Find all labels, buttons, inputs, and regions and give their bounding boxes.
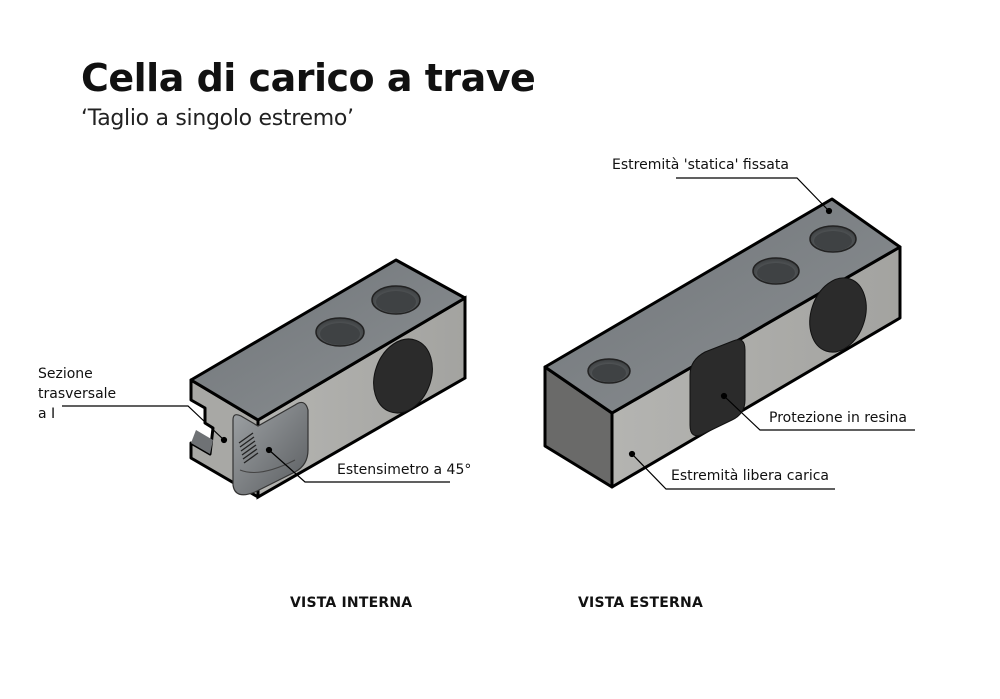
- external-view-block: [543, 197, 902, 489]
- mount-hole-inner: [320, 323, 360, 345]
- mount-hole-inner: [376, 291, 416, 313]
- mount-hole-inner: [757, 263, 795, 283]
- mount-hole-inner: [814, 231, 852, 251]
- top-face: [543, 197, 902, 415]
- label-cross-section-line3: a I: [38, 406, 56, 422]
- label-cross-section: Sezione trasversale a I: [38, 364, 116, 424]
- leader-lines-external: [628, 177, 915, 490]
- label-strain-gauge: Estensimetro a 45°: [337, 462, 472, 478]
- mount-hole-inner: [592, 364, 626, 382]
- caption-external-view: VISTA ESTERNA: [578, 595, 703, 611]
- label-loaded-free-end: Estremità libera carica: [671, 468, 829, 484]
- pocket-fillet: [239, 459, 296, 473]
- resin-protection-pad: [689, 339, 746, 437]
- leader-lines-internal: [62, 405, 450, 483]
- label-cross-section-line2: trasversale: [38, 386, 117, 402]
- page-subtitle: ‘Taglio a singolo estremo’: [81, 106, 354, 131]
- caption-internal-view: VISTA INTERNA: [290, 595, 413, 611]
- label-cross-section-line1: Sezione: [38, 366, 93, 382]
- label-resin-protection: Protezione in resina: [769, 410, 907, 426]
- page-title: Cella di carico a trave: [81, 56, 536, 100]
- side-bore: [373, 338, 433, 414]
- label-fixed-end: Estremità 'statica' fissata: [612, 157, 789, 173]
- side-bore: [809, 277, 867, 353]
- lower-flange-shadow: [191, 430, 213, 454]
- strain-gauge-icon: [238, 432, 259, 464]
